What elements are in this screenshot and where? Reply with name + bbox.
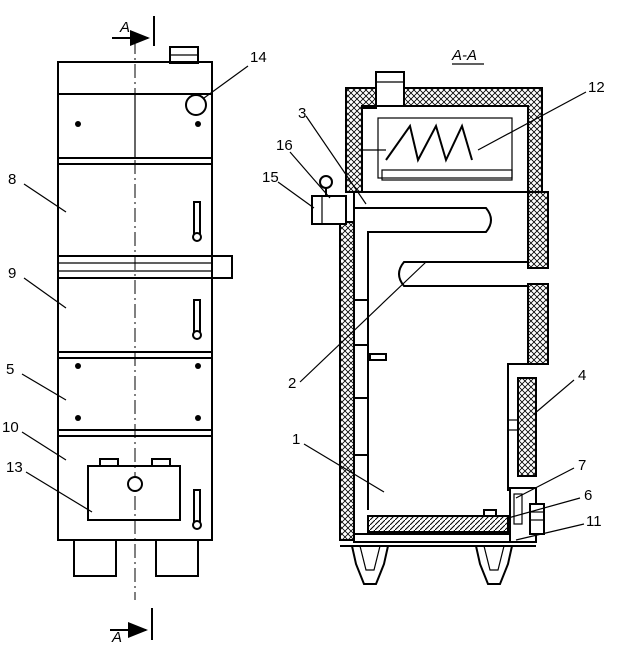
heating-element bbox=[385, 123, 473, 163]
ash-door bbox=[87, 465, 181, 521]
bolt bbox=[195, 415, 201, 421]
safety-valve-body bbox=[311, 195, 347, 225]
safety-valve-knob bbox=[319, 175, 333, 189]
ash-door-knob bbox=[127, 476, 143, 492]
bolt bbox=[75, 415, 81, 421]
lower-flue-tube bbox=[398, 261, 528, 287]
insulation-left bbox=[339, 221, 355, 541]
callout-11: 11 bbox=[586, 513, 602, 530]
section-view-title: A-A bbox=[451, 47, 477, 64]
bolt bbox=[195, 363, 201, 369]
callout-2: 2 bbox=[288, 375, 296, 392]
callout-14: 14 bbox=[250, 49, 267, 66]
callout-15: 15 bbox=[262, 169, 279, 186]
foot-section-right bbox=[475, 545, 513, 585]
callout-12: 12 bbox=[588, 79, 605, 96]
door-handle bbox=[192, 489, 202, 530]
callout-4: 4 bbox=[578, 367, 586, 384]
callout-9: 9 bbox=[8, 265, 16, 282]
foot-section-left bbox=[351, 545, 389, 585]
callout-1: 1 bbox=[292, 431, 300, 448]
bolt bbox=[195, 121, 201, 127]
insulation-right-lower bbox=[527, 283, 549, 365]
pressure-gauge bbox=[185, 94, 207, 116]
heat-exchanger-chamber bbox=[361, 105, 529, 193]
ash-pan bbox=[353, 533, 511, 543]
middle-connector bbox=[57, 255, 233, 279]
door-insulation bbox=[517, 377, 537, 477]
flue-pipe-section bbox=[375, 71, 405, 107]
callout-13: 13 bbox=[6, 459, 23, 476]
front-view: A A bbox=[57, 16, 233, 646]
door-handle bbox=[192, 299, 202, 340]
callout-16: 16 bbox=[276, 137, 293, 154]
section-view: A-A bbox=[311, 47, 549, 585]
callout-10: 10 bbox=[2, 419, 19, 436]
insulation-right-upper bbox=[527, 191, 549, 269]
callout-7: 7 bbox=[578, 457, 586, 474]
upper-flue-channel bbox=[354, 207, 492, 510]
section-mark-bottom: A bbox=[111, 629, 122, 646]
foot-left bbox=[73, 539, 117, 577]
fire-grate bbox=[367, 515, 509, 533]
callout-3: 3 bbox=[298, 105, 306, 122]
callout-5: 5 bbox=[6, 361, 14, 378]
callout-6: 6 bbox=[584, 487, 592, 504]
callout-numbers: 14 8 9 5 10 13 12 3 16 15 2 4 1 7 6 11 bbox=[2, 49, 605, 530]
foot-right bbox=[155, 539, 199, 577]
section-mark-top: A bbox=[119, 19, 130, 36]
bolt bbox=[75, 121, 81, 127]
door-handle bbox=[192, 201, 202, 242]
callout-8: 8 bbox=[8, 171, 16, 188]
callout-leaders bbox=[21, 65, 587, 541]
bolt bbox=[75, 363, 81, 369]
